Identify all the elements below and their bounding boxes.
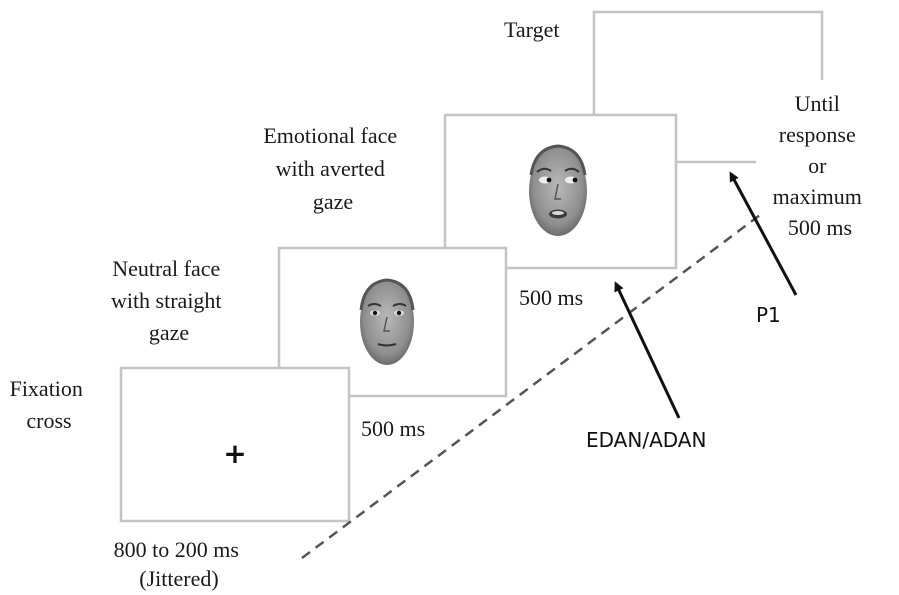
neutral-duration: 500 ms bbox=[361, 416, 425, 441]
fixation-label-line: Fixation bbox=[10, 376, 83, 401]
fixation-duration-line: (Jittered) bbox=[139, 566, 218, 591]
neutral-face-straight-gaze-icon bbox=[359, 278, 415, 365]
target-duration-line: maximum bbox=[773, 184, 862, 209]
target-duration-line: 500 ms bbox=[788, 215, 852, 240]
neutral-face-label-line: with straight bbox=[111, 288, 222, 313]
p1-label: P1 bbox=[756, 303, 781, 327]
edan-adan-label: EDAN/ADAN bbox=[586, 428, 706, 452]
emotional-face-label: Emotional face with averted gaze bbox=[263, 123, 402, 214]
timeline-dashed-line bbox=[301, 213, 761, 560]
p1-arrow bbox=[729, 171, 798, 296]
target-duration-line: Until bbox=[795, 91, 840, 116]
emotional-face-label-line: with averted bbox=[276, 156, 385, 181]
neutral-face-label: Neutral face with straight gaze bbox=[111, 256, 227, 345]
target-duration-line: response bbox=[779, 122, 856, 147]
fixation-cross-symbol: + bbox=[223, 437, 246, 470]
target-label: Target bbox=[504, 17, 559, 42]
fixation-duration: 800 to 200 ms (Jittered) bbox=[114, 537, 245, 591]
fixation-label-line: cross bbox=[26, 408, 71, 433]
edan-arrow bbox=[614, 281, 681, 419]
fixation-frame: + bbox=[119, 366, 351, 523]
target-frame bbox=[592, 10, 824, 164]
emotional-face-label-line: Emotional face bbox=[263, 123, 397, 148]
emotional-face-label-line: gaze bbox=[313, 189, 353, 214]
fearful-face-averted-gaze-icon bbox=[529, 144, 587, 236]
fixation-label: Fixation cross bbox=[10, 376, 89, 433]
emotional-face-frame bbox=[443, 113, 678, 270]
neutral-face-label-line: gaze bbox=[149, 320, 189, 345]
neutral-face-label-line: Neutral face bbox=[112, 256, 220, 281]
target-duration: Until response or maximum 500 ms bbox=[773, 91, 868, 240]
fixation-duration-line: 800 to 200 ms bbox=[114, 537, 239, 562]
target-duration-line: or bbox=[808, 153, 827, 178]
emotional-duration: 500 ms bbox=[519, 285, 583, 310]
